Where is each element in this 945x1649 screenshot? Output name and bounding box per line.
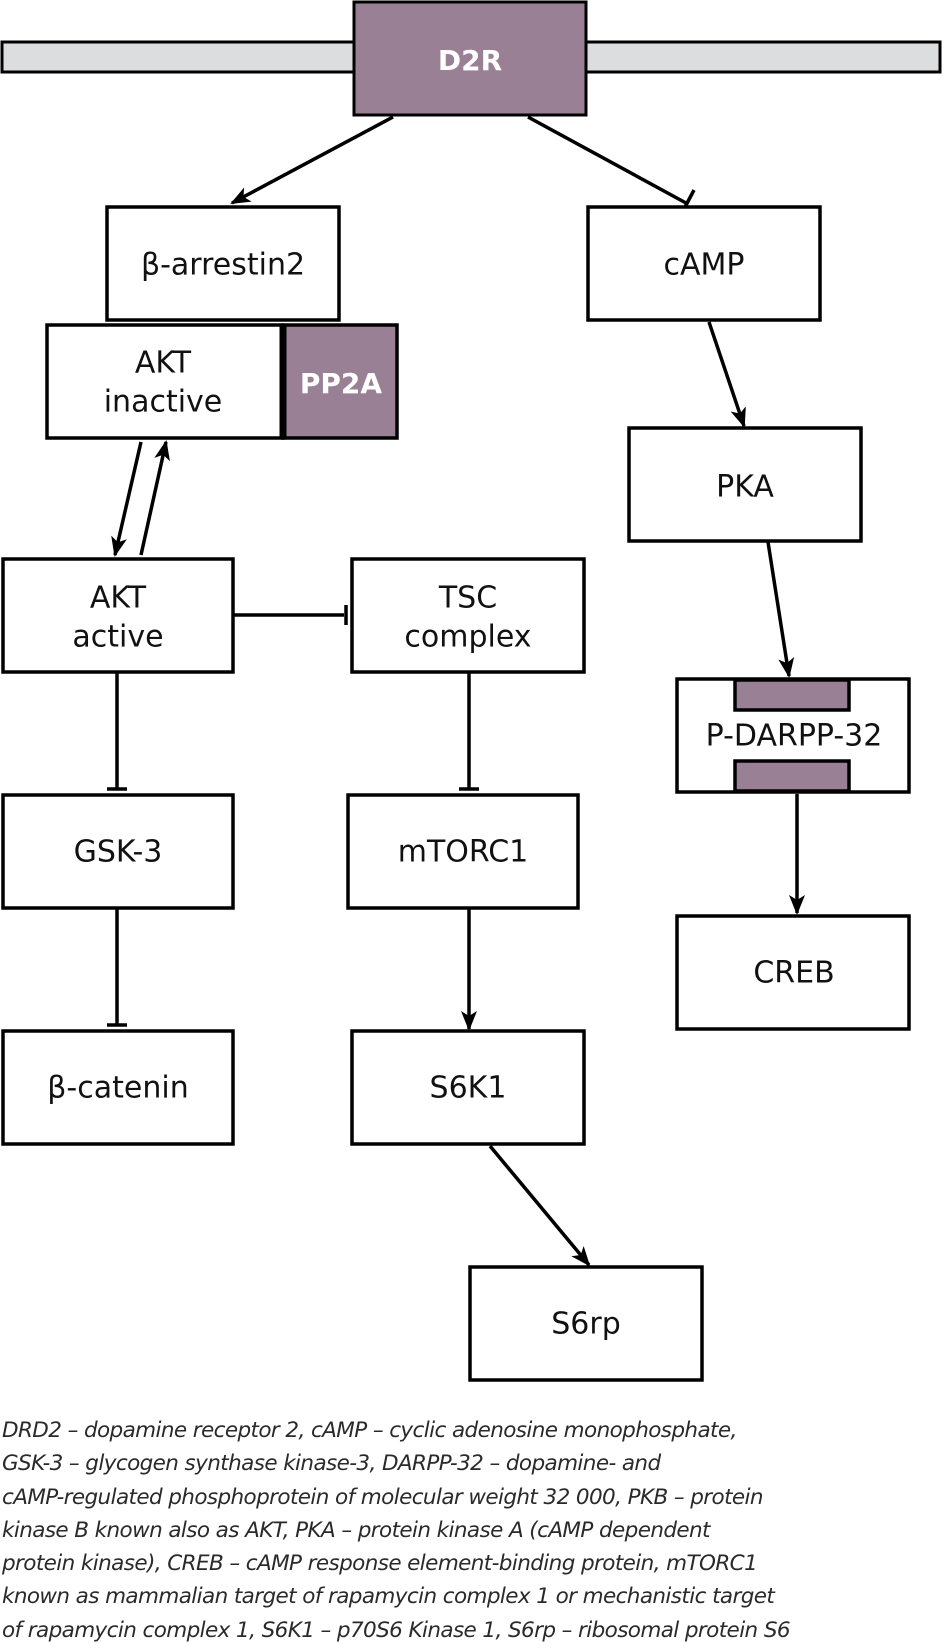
akt-inactive-line2: inactive — [104, 385, 223, 420]
node-akt-active: AKT active — [1, 557, 235, 674]
darpp32-phospho-block-bottom — [733, 759, 851, 793]
edge-d2r-camp — [527, 115, 687, 205]
node-s6rp: S6rp — [468, 1265, 704, 1382]
caption-line: GSK-3 – glycogen synthase kinase-3, DARP… — [2, 1451, 661, 1477]
s6rp-label: S6rp — [551, 1307, 621, 1342]
caption-line: DRD2 – dopamine receptor 2, cAMP – cycli… — [2, 1418, 737, 1443]
edge-d2r-barrestin2 — [230, 115, 394, 205]
barrestin2-label: β-arrestin2 — [141, 248, 305, 283]
mtorc1-label: mTORC1 — [398, 835, 529, 870]
edges — [107, 115, 805, 1267]
akt-active-line2: active — [72, 620, 163, 655]
node-mtorc1: mTORC1 — [346, 793, 580, 910]
camp-label: cAMP — [664, 248, 745, 283]
edge-pka-pdarpp32 — [766, 541, 795, 678]
node-barrestin2: β-arrestin2 — [105, 205, 341, 322]
d2r-label: D2R — [438, 44, 502, 77]
d2r-receptor: D2R — [352, 0, 588, 117]
node-pka: PKA — [627, 426, 863, 543]
tsc-line2: complex — [404, 620, 531, 655]
edge-s6k1-s6rp — [488, 1144, 591, 1267]
node-s6k1: S6K1 — [350, 1029, 586, 1146]
signaling-pathway-diagram: D2R β-arrestin2 AKT inactive — [0, 0, 942, 1382]
node-bcatenin: β-catenin — [1, 1029, 235, 1146]
figure-caption: DRD2 – dopamine receptor 2, cAMP – cycli… — [2, 1414, 942, 1647]
node-gsk3: GSK-3 — [1, 793, 235, 910]
darpp32-phospho-block-top — [733, 678, 851, 712]
node-creb: CREB — [675, 914, 911, 1031]
node-akt-inactive: AKT inactive — [45, 323, 285, 440]
pka-label: PKA — [716, 470, 774, 505]
bcatenin-label: β-catenin — [47, 1071, 188, 1106]
node-p-darpp32: P-DARPP-32 — [675, 677, 911, 794]
pp2a-label: PP2A — [300, 367, 383, 400]
s6k1-label: S6K1 — [430, 1071, 507, 1106]
akt-active-line1: AKT — [90, 581, 147, 616]
caption-line: cAMP-regulated phosphoprotein of molecul… — [2, 1484, 764, 1510]
caption-line: of rapamycin complex 1, S6K1 – p70S6 Kin… — [2, 1617, 791, 1643]
caption-line: protein kinase), CREB – cAMP response el… — [2, 1551, 758, 1577]
node-camp: cAMP — [586, 205, 822, 322]
caption-line: known as mammalian target of rapamycin c… — [2, 1584, 775, 1610]
tsc-line1: TSC — [438, 581, 497, 616]
caption-line: kinase B known also as AKT, PKA – protei… — [2, 1517, 710, 1543]
edge-aktinactive-aktactive — [111, 441, 143, 557]
edge-camp-pka — [707, 321, 746, 428]
pdarpp32-label: P-DARPP-32 — [706, 719, 883, 754]
akt-inactive-line1: AKT — [135, 346, 192, 381]
node-tsc-complex: TSC complex — [350, 557, 586, 674]
edge-aktactive-aktinactive — [139, 440, 170, 556]
gsk3-label: GSK-3 — [74, 835, 163, 870]
node-pp2a: PP2A — [279, 323, 399, 440]
creb-label: CREB — [753, 956, 834, 991]
